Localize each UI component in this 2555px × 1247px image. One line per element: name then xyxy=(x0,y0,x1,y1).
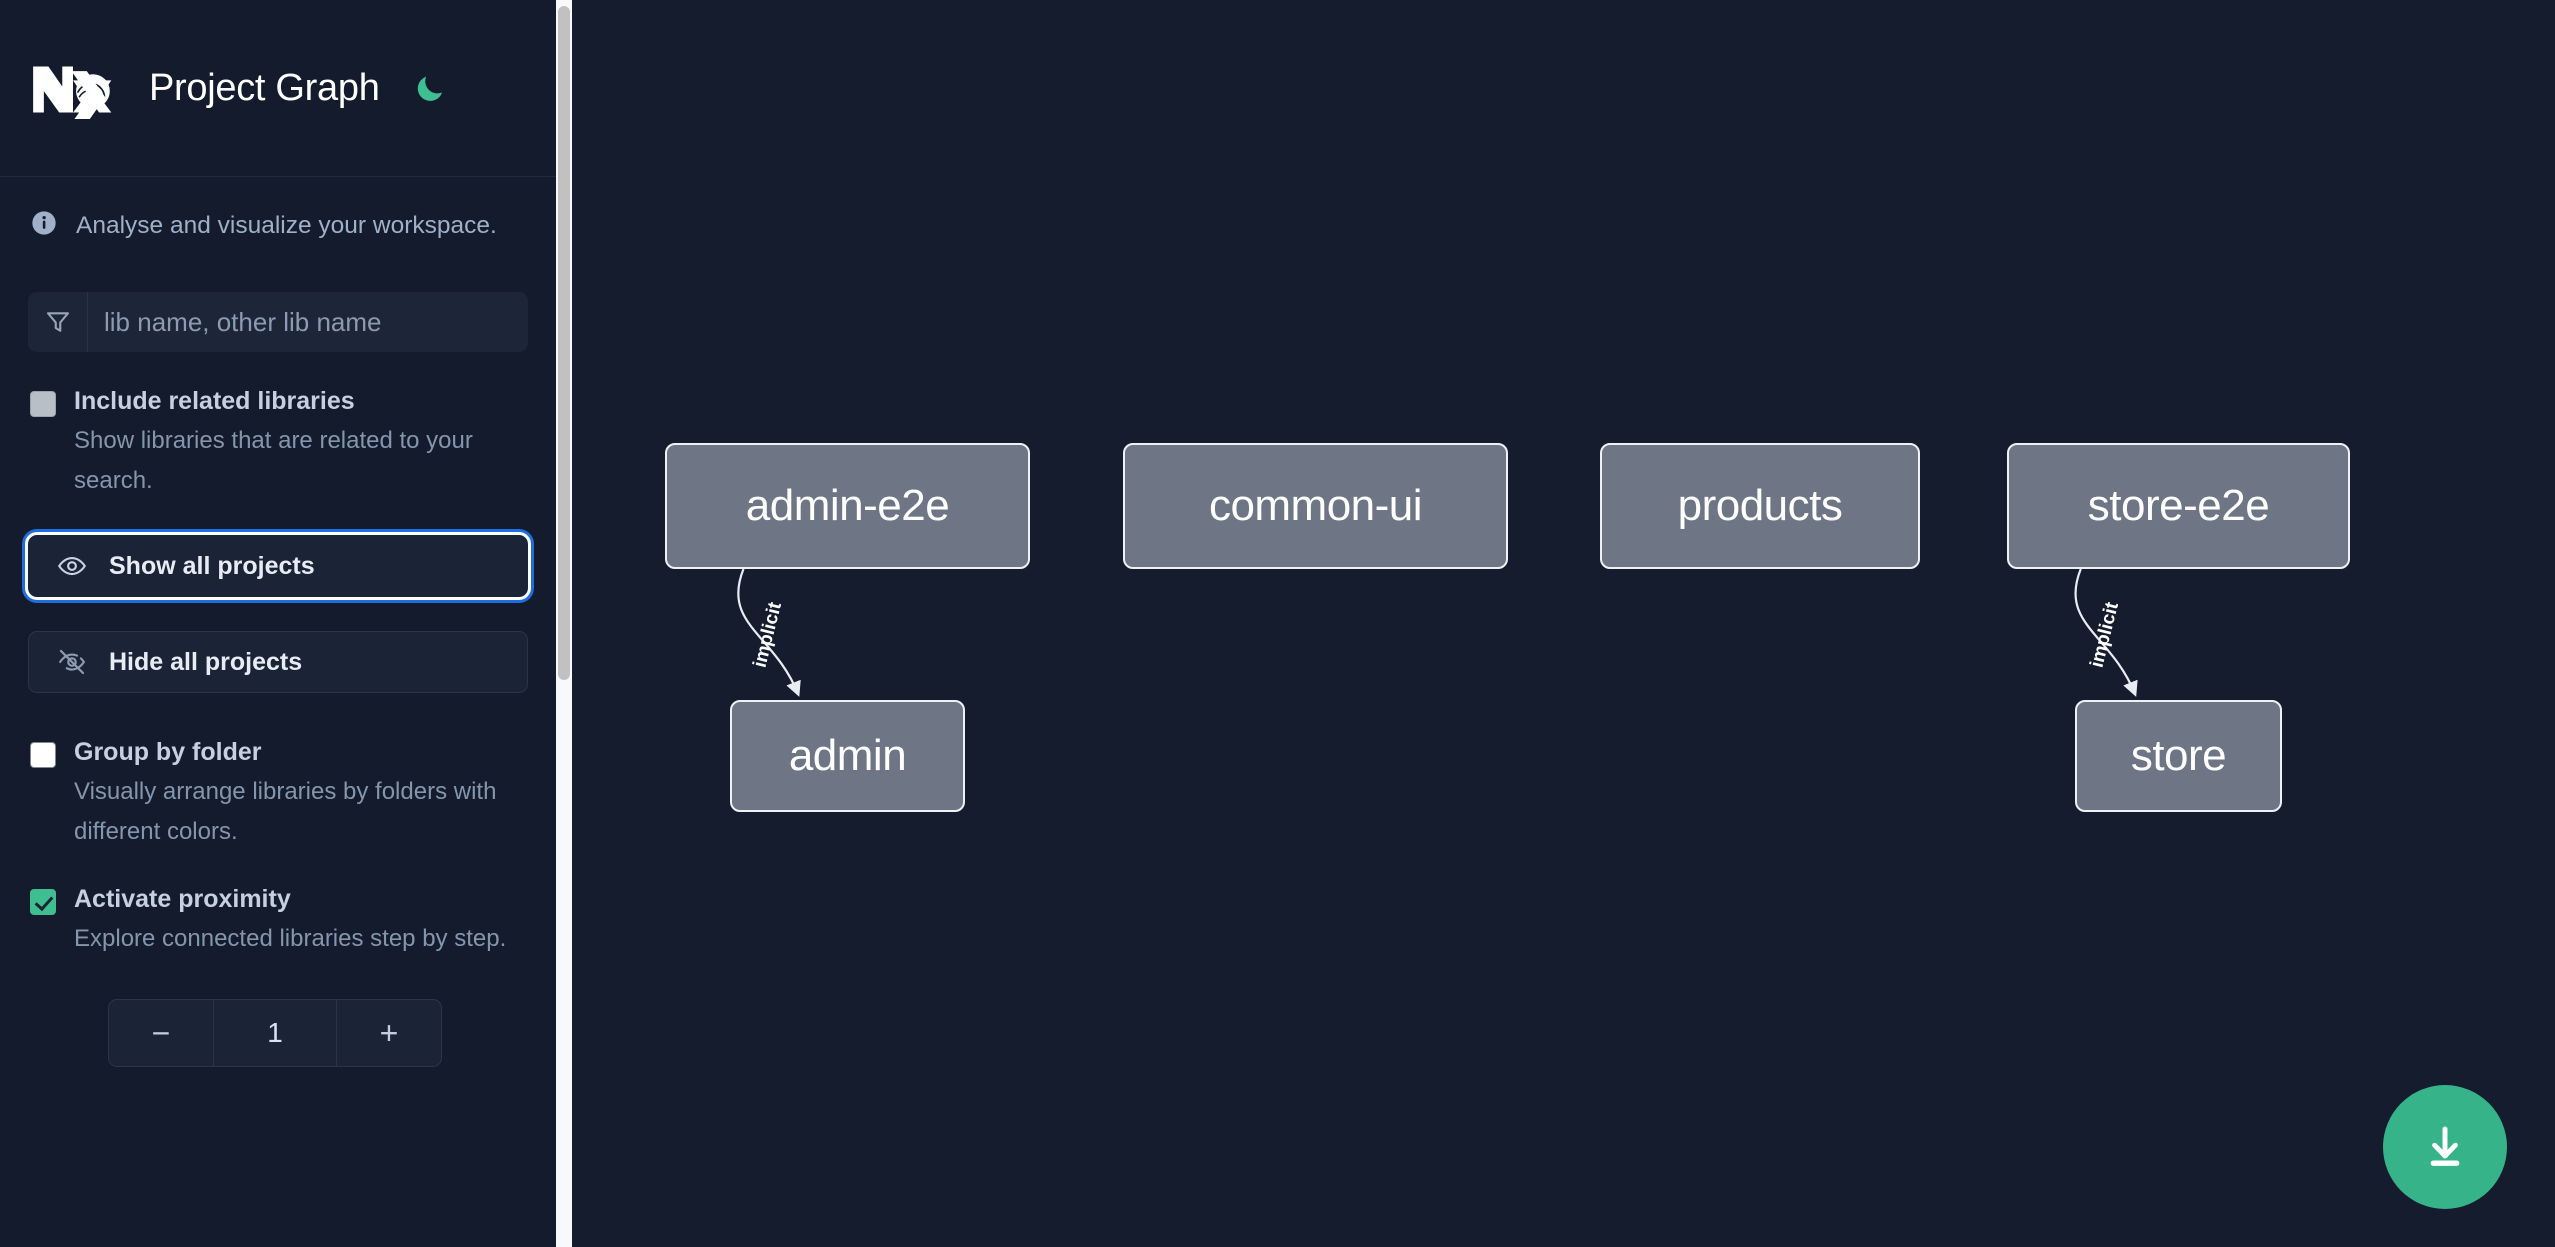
graph-node-common-ui[interactable]: common-ui xyxy=(1123,443,1508,569)
eye-icon xyxy=(57,551,87,581)
sidebar-scrollbar-thumb[interactable] xyxy=(558,6,570,680)
graph-edge-admin-e2e-to-admin xyxy=(737,568,801,697)
search-field[interactable] xyxy=(28,292,528,352)
activate-proximity-description: Explore connected libraries step by step… xyxy=(74,925,507,952)
graph-node-store[interactable]: store xyxy=(2075,700,2282,812)
info-text: Analyse and visualize your workspace. xyxy=(76,211,497,239)
hide-all-projects-button[interactable]: Hide all projects xyxy=(28,631,528,693)
proximity-value: 1 xyxy=(267,1017,283,1048)
search-input[interactable] xyxy=(88,292,528,352)
sidebar: Project Graph Analyse and visualize your… xyxy=(0,0,556,1247)
show-all-projects-label: Show all projects xyxy=(109,551,315,580)
proximity-decrement-button[interactable]: − xyxy=(109,1000,214,1066)
hide-all-projects-label: Hide all projects xyxy=(109,647,303,676)
option-include-related-libraries[interactable]: Include related libraries Show libraries… xyxy=(28,386,528,501)
download-graph-button[interactable] xyxy=(2383,1085,2507,1209)
sidebar-controls: Include related libraries Show libraries… xyxy=(0,292,556,1067)
graph-edges xyxy=(737,568,2138,697)
sidebar-scrollbar-track[interactable] xyxy=(556,0,572,1247)
graph-canvas[interactable]: admin-e2e common-ui products store-e2e admin… xyxy=(572,0,2555,1247)
activate-proximity-label: Activate proximity xyxy=(74,885,291,913)
option-activate-proximity[interactable]: Activate proximity Explore connected lib… xyxy=(28,884,528,959)
option-group-by-folder[interactable]: Group by folder Visually arrange librari… xyxy=(28,737,528,852)
show-all-projects-button[interactable]: Show all projects xyxy=(25,532,531,600)
graph-edge-store-e2e-to-store xyxy=(2074,568,2138,697)
moon-icon[interactable] xyxy=(410,68,450,108)
info-icon xyxy=(30,209,58,242)
proximity-increment-button[interactable]: + xyxy=(336,1000,441,1066)
sidebar-header: Project Graph xyxy=(0,0,556,177)
graph-node-admin[interactable]: admin xyxy=(730,700,965,812)
activate-proximity-checkbox[interactable] xyxy=(30,889,56,915)
eye-off-icon xyxy=(57,647,87,677)
include-related-libraries-label: Include related libraries xyxy=(74,387,355,415)
group-by-folder-label: Group by folder xyxy=(74,738,262,766)
filter-funnel-icon xyxy=(28,292,88,352)
proximity-stepper[interactable]: − 1 + xyxy=(108,999,442,1067)
include-related-libraries-description: Show libraries that are related to your … xyxy=(74,427,473,494)
nx-logo xyxy=(27,57,119,124)
graph-node-store-e2e[interactable]: store-e2e xyxy=(2007,443,2350,569)
graph-node-admin-e2e[interactable]: admin-e2e xyxy=(665,443,1030,569)
include-related-libraries-checkbox[interactable] xyxy=(30,391,56,417)
app-title: Project Graph xyxy=(149,66,380,109)
group-by-folder-checkbox[interactable] xyxy=(30,742,56,768)
info-row: Analyse and visualize your workspace. xyxy=(0,177,556,242)
graph-node-products[interactable]: products xyxy=(1600,443,1920,569)
group-by-folder-description: Visually arrange libraries by folders wi… xyxy=(74,778,497,845)
